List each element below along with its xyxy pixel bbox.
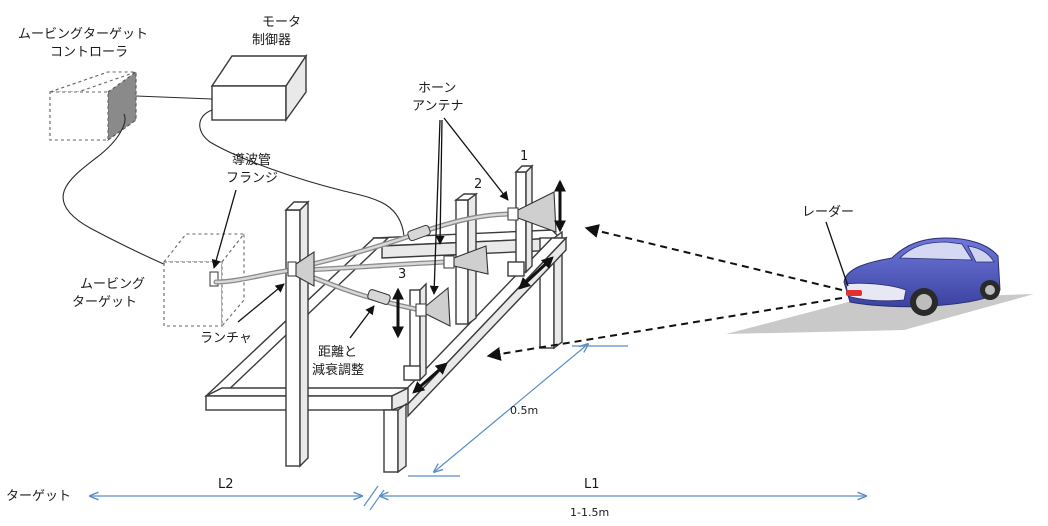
launcher-label: ランチャ	[200, 331, 252, 346]
distance-attenuation-label: 距離と 減衰調整	[312, 345, 364, 378]
l1-range-label: 1-1.5m	[570, 506, 609, 519]
motor-controller-label: モータ 制御器	[252, 15, 305, 48]
launcher-pointer	[237, 283, 285, 323]
waveguides	[213, 211, 515, 313]
antenna-number-2: 2	[474, 177, 482, 192]
distance-dimension	[90, 485, 866, 511]
depth-dimension-label: 0.5m	[510, 404, 538, 417]
attenuator-pointer	[349, 305, 375, 339]
horn-antenna-pointers	[429, 117, 509, 295]
antenna-number-3: 3	[398, 267, 406, 282]
horn-antenna-3	[415, 286, 451, 327]
moving-target-controller-box	[49, 70, 137, 142]
moving-target-controller-label: ムービングターゲット コントローラ	[18, 27, 152, 60]
launcher-horn	[287, 250, 315, 287]
car-with-radar	[726, 237, 1034, 334]
target-label: ターゲット	[6, 489, 71, 504]
antenna-number-1: 1	[520, 149, 528, 164]
radar-label: レーダー	[802, 205, 854, 220]
control-cables	[62, 95, 405, 267]
depth-dimension	[408, 344, 628, 477]
motor-controller-box	[210, 53, 308, 123]
horn-antenna-2	[443, 245, 489, 275]
horn-antenna-label: ホーン アンテナ	[412, 81, 463, 114]
l2-label: L2	[218, 477, 234, 492]
radar-beams	[486, 224, 843, 361]
l1-label: L1	[584, 477, 600, 492]
moving-target-box	[162, 232, 246, 328]
moving-target-label: ムービング ターゲット	[72, 277, 149, 310]
flange-pointer	[211, 189, 237, 269]
radar-pointer	[825, 221, 849, 287]
waveguide-flange-label: 導波管 フランジ	[226, 153, 278, 186]
